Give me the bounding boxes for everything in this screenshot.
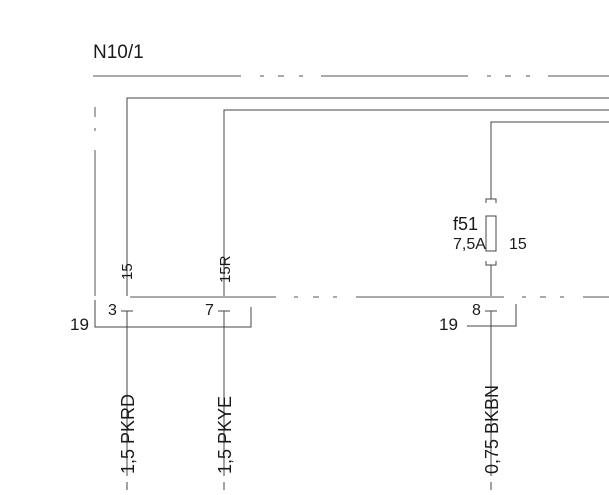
wire-3-label: 0,75 BKBN xyxy=(482,385,502,474)
terminal-label-15: 15 xyxy=(119,263,136,280)
ground-19-label-a: 19 xyxy=(70,315,89,334)
pin-8-label: 8 xyxy=(472,302,481,319)
pin-3-label: 3 xyxy=(108,302,117,319)
fuse-rating: 7,5A xyxy=(453,236,486,253)
internal-wire-15 xyxy=(126,97,609,296)
internal-wire-fuse xyxy=(490,121,609,296)
fuse-name: f51 xyxy=(453,214,478,234)
fuse-f51 xyxy=(485,198,497,266)
pin-7-label: 7 xyxy=(205,302,214,319)
ground-19-label-b: 19 xyxy=(439,315,458,334)
connector-group-1 xyxy=(94,300,252,328)
module-label: N10/1 xyxy=(93,42,144,63)
wire-2-label: 1,5 PKYE xyxy=(215,396,235,474)
wire-1-label: 1,5 PKRD xyxy=(118,394,138,474)
fuse-circuit: 15 xyxy=(509,236,527,253)
terminal-label-15r: 15R xyxy=(217,255,234,283)
internal-wire-15r xyxy=(223,109,609,296)
